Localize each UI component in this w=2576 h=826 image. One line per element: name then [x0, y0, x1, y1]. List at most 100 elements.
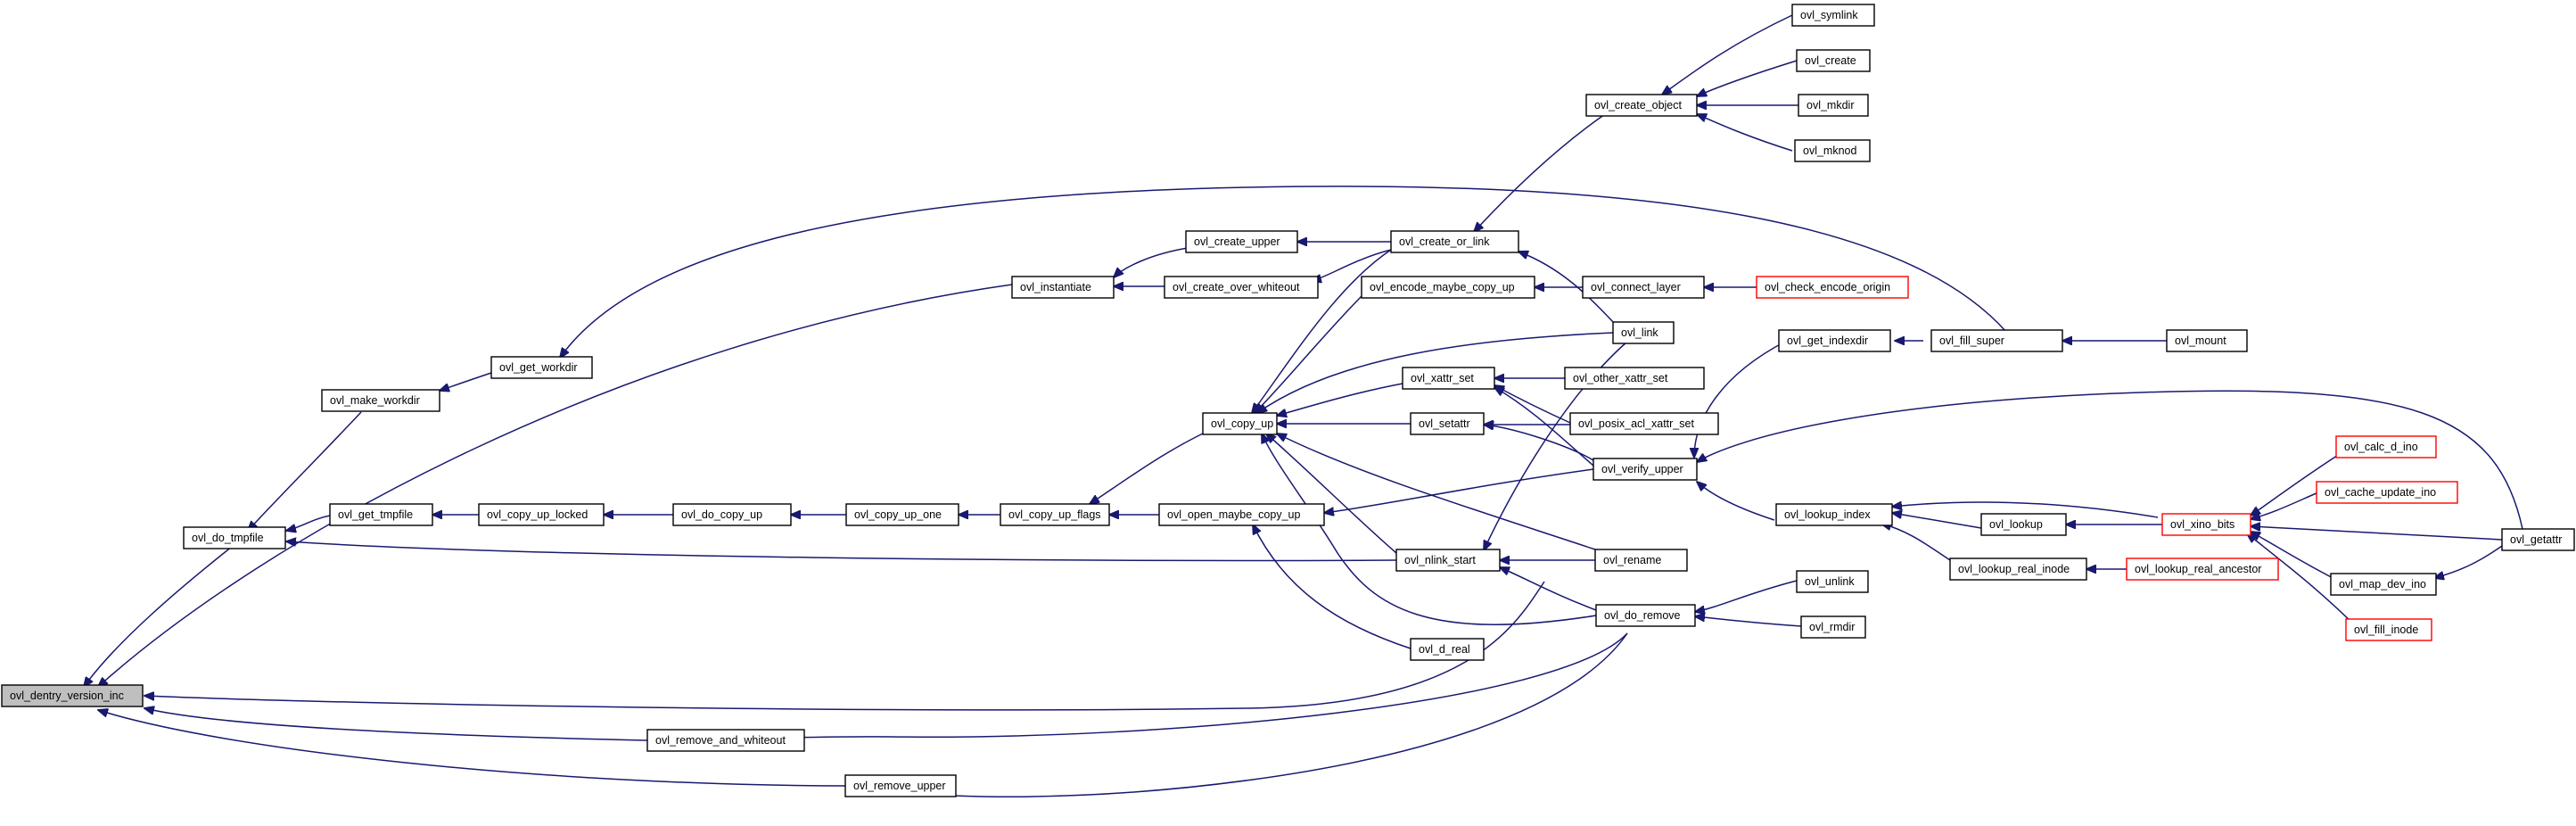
svg-text:ovl_create: ovl_create [1805, 54, 1856, 67]
node-ovl-open-maybe-copy-up[interactable]: ovl_open_maybe_copy_up [1158, 503, 1325, 526]
node-ovl-dentry-version-inc[interactable]: ovl_dentry_version_inc [1, 684, 144, 707]
node-ovl-d-real[interactable]: ovl_d_real [1410, 638, 1485, 661]
edge [286, 541, 1397, 562]
node-ovl-get-tmpfile[interactable]: ovl_get_tmpfile [329, 503, 433, 526]
node-ovl-posix-acl-xattr-set[interactable]: ovl_posix_acl_xattr_set [1569, 412, 1719, 435]
node-ovl-copy-up[interactable]: ovl_copy_up [1202, 412, 1278, 435]
edge [2251, 526, 2503, 541]
svg-text:ovl_posix_acl_xattr_set: ovl_posix_acl_xattr_set [1578, 417, 1694, 430]
edge [1090, 433, 1204, 504]
svg-text:ovl_mknod: ovl_mknod [1803, 145, 1856, 157]
node-ovl-get-indexdir[interactable]: ovl_get_indexdir [1778, 329, 1891, 352]
node-ovl-fill-inode[interactable]: ovl_fill_inode [2345, 618, 2432, 641]
edge [1881, 524, 1951, 561]
node-ovl-do-tmpfile[interactable]: ovl_do_tmpfile [183, 526, 286, 549]
edge [286, 515, 331, 531]
edge [1697, 482, 1775, 521]
edge [98, 710, 846, 787]
svg-text:ovl_create_or_link: ovl_create_or_link [1399, 235, 1490, 248]
svg-text:ovl_check_encode_origin: ovl_check_encode_origin [1765, 281, 1890, 293]
node-ovl-cache-update-ino[interactable]: ovl_cache_update_ino [2316, 481, 2458, 504]
node-ovl-mount[interactable]: ovl_mount [2166, 329, 2248, 352]
node-ovl-get-workdir[interactable]: ovl_get_workdir [490, 356, 593, 379]
svg-text:ovl_create_object: ovl_create_object [1594, 99, 1683, 112]
svg-text:ovl_link: ovl_link [1621, 326, 1658, 339]
edge [1277, 434, 1596, 550]
svg-text:ovl_other_xattr_set: ovl_other_xattr_set [1573, 372, 1668, 384]
node-ovl-mknod[interactable]: ovl_mknod [1794, 139, 1871, 162]
svg-text:ovl_make_workdir: ovl_make_workdir [330, 394, 420, 407]
svg-text:ovl_lookup_real_ancestor: ovl_lookup_real_ancestor [2135, 563, 2261, 575]
node-ovl-nlink-start[interactable]: ovl_nlink_start [1395, 549, 1501, 572]
edges [84, 14, 2523, 798]
edge [440, 372, 492, 391]
node-ovl-xino-bits[interactable]: ovl_xino_bits [2161, 513, 2251, 536]
node-ovl-getattr[interactable]: ovl_getattr [2501, 528, 2575, 551]
svg-text:ovl_get_workdir: ovl_get_workdir [499, 361, 578, 374]
svg-text:ovl_lookup: ovl_lookup [1989, 518, 2043, 531]
node-ovl-copy-up-flags[interactable]: ovl_copy_up_flags [1000, 503, 1110, 526]
edge [1494, 385, 1571, 424]
node-ovl-fill-super[interactable]: ovl_fill_super [1930, 329, 2063, 352]
svg-text:ovl_setattr: ovl_setattr [1419, 417, 1470, 430]
svg-text:ovl_cache_update_ino: ovl_cache_update_ino [2325, 486, 2436, 499]
svg-text:ovl_unlink: ovl_unlink [1805, 575, 1855, 588]
node-ovl-lookup-index[interactable]: ovl_lookup_index [1775, 503, 1893, 526]
edge [1114, 247, 1189, 277]
nodes: ovl_dentry_version_inc ovl_do_tmpfile ov… [1, 4, 2575, 797]
edge [1252, 249, 1392, 413]
node-ovl-connect-layer[interactable]: ovl_connect_layer [1582, 276, 1705, 299]
svg-text:ovl_create_upper: ovl_create_upper [1194, 235, 1280, 248]
node-ovl-create-or-link[interactable]: ovl_create_or_link [1390, 230, 1519, 253]
node-ovl-lookup-real-inode[interactable]: ovl_lookup_real_inode [1949, 558, 2087, 581]
node-ovl-link[interactable]: ovl_link [1612, 321, 1675, 344]
edge [1253, 525, 1411, 649]
node-ovl-unlink[interactable]: ovl_unlink [1796, 570, 1869, 593]
edge [1500, 567, 1597, 611]
svg-text:ovl_dentry_version_inc: ovl_dentry_version_inc [10, 690, 124, 702]
node-ovl-create-object[interactable]: ovl_create_object [1585, 94, 1698, 117]
edge [1324, 468, 1594, 513]
node-ovl-make-workdir[interactable]: ovl_make_workdir [321, 389, 440, 412]
svg-text:ovl_copy_up_locked: ovl_copy_up_locked [487, 508, 588, 521]
svg-text:ovl_lookup_real_inode: ovl_lookup_real_inode [1958, 563, 2070, 575]
edge [1662, 14, 1793, 95]
node-ovl-symlink[interactable]: ovl_symlink [1791, 4, 1875, 27]
node-ovl-verify-upper[interactable]: ovl_verify_upper [1593, 458, 1698, 481]
edge [1695, 580, 1798, 612]
node-ovl-remove-upper[interactable]: ovl_remove_upper [844, 774, 957, 797]
node-ovl-lookup[interactable]: ovl_lookup [1980, 513, 2067, 536]
node-ovl-setattr[interactable]: ovl_setattr [1410, 412, 1485, 435]
edge [1277, 383, 1403, 416]
edge [1892, 502, 2159, 518]
svg-text:ovl_do_tmpfile: ovl_do_tmpfile [192, 532, 264, 544]
node-ovl-rename[interactable]: ovl_rename [1594, 549, 1688, 572]
node-ovl-rmdir[interactable]: ovl_rmdir [1800, 615, 1866, 639]
edge [248, 411, 362, 531]
node-ovl-copy-up-one[interactable]: ovl_copy_up_one [845, 503, 959, 526]
node-ovl-create[interactable]: ovl_create [1796, 49, 1871, 72]
edge [892, 632, 1628, 798]
edge [1257, 332, 1614, 413]
node-ovl-check-encode-origin[interactable]: ovl_check_encode_origin [1756, 276, 1909, 299]
node-ovl-create-over-whiteout[interactable]: ovl_create_over_whiteout [1164, 276, 1319, 299]
svg-text:ovl_encode_maybe_copy_up: ovl_encode_maybe_copy_up [1370, 281, 1515, 293]
node-ovl-do-copy-up[interactable]: ovl_do_copy_up [672, 503, 792, 526]
node-ovl-create-upper[interactable]: ovl_create_upper [1185, 230, 1298, 253]
node-ovl-remove-and-whiteout[interactable]: ovl_remove_and_whiteout [646, 729, 805, 752]
node-ovl-calc-d-ino[interactable]: ovl_calc_d_ino [2335, 435, 2437, 458]
node-ovl-lookup-real-ancestor[interactable]: ovl_lookup_real_ancestor [2126, 558, 2279, 581]
node-ovl-encode-maybe-copy-up[interactable]: ovl_encode_maybe_copy_up [1361, 276, 1535, 299]
node-ovl-instantiate[interactable]: ovl_instantiate [1011, 276, 1115, 299]
svg-text:ovl_do_copy_up: ovl_do_copy_up [681, 508, 762, 521]
node-ovl-copy-up-locked[interactable]: ovl_copy_up_locked [478, 503, 605, 526]
node-ovl-map-dev-ino[interactable]: ovl_map_dev_ino [2330, 573, 2437, 596]
node-ovl-other-xattr-set[interactable]: ovl_other_xattr_set [1564, 367, 1705, 390]
edge [1697, 390, 2523, 530]
node-ovl-mkdir[interactable]: ovl_mkdir [1798, 94, 1869, 117]
edge [1262, 434, 1597, 625]
node-ovl-do-remove[interactable]: ovl_do_remove [1595, 604, 1696, 627]
node-ovl-xattr-set[interactable]: ovl_xattr_set [1402, 367, 1495, 390]
svg-text:ovl_remove_upper: ovl_remove_upper [853, 780, 946, 792]
